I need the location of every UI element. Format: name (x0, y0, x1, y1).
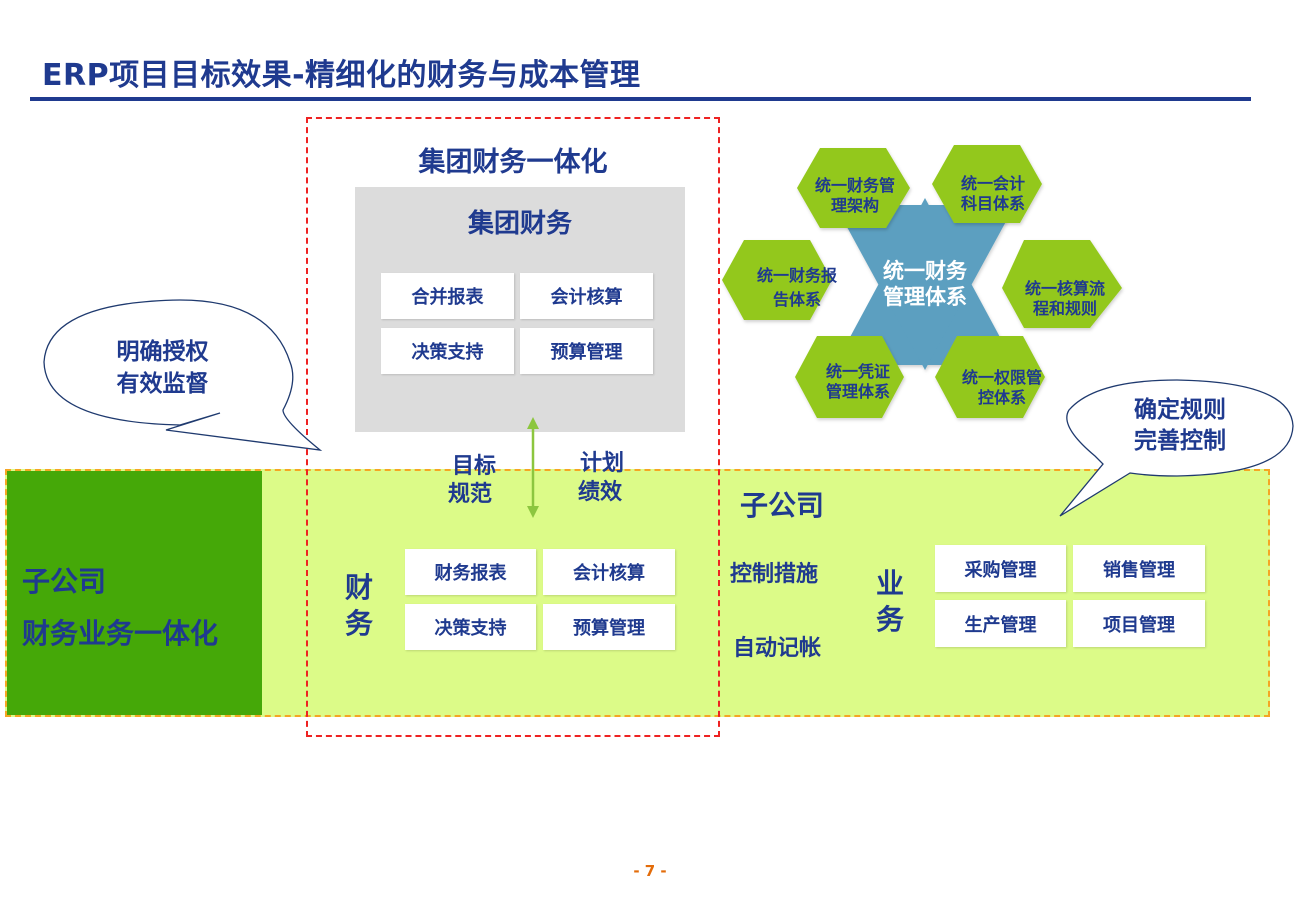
finance-label-char1: 财 (345, 571, 374, 604)
business-tile-production: 生产管理 (935, 600, 1066, 647)
group-tile-consolidated-report: 合并报表 (381, 273, 514, 319)
callout-left-bubble (43, 299, 323, 451)
business-tile-project: 项目管理 (1073, 600, 1205, 647)
double-arrow-icon (527, 417, 539, 518)
arrow-label-performance: 绩效 (578, 480, 623, 505)
control-measures-label: 控制措施 (730, 562, 819, 587)
subsidiary-label-line2: 财务业务一体化 (22, 617, 219, 650)
callout-right-line1: 确定规则 (1134, 397, 1226, 423)
group-tile-accounting: 会计核算 (520, 273, 653, 319)
hex-text-mgmt-structure: 统一财务管 理架构 (814, 176, 895, 215)
subsidiary-label-panel (7, 471, 262, 715)
arrow-label-target: 目标 (452, 454, 497, 479)
subsidiary-label-line1: 子公司 (22, 565, 107, 598)
finance-tile-accounting: 会计核算 (543, 549, 675, 595)
group-finance-box-title: 集团财务 (467, 209, 572, 239)
group-tile-budget: 预算管理 (520, 328, 653, 374)
subsidiary-heading: 子公司 (740, 489, 825, 522)
arrow-label-plan: 计划 (580, 451, 625, 476)
business-label-char2: 务 (876, 603, 905, 636)
group-finance-scope-boundary (306, 117, 720, 737)
hexagon-accounting-process (1002, 240, 1122, 328)
hex-text-voucher: 统一凭证 管理体系 (825, 362, 890, 401)
page-number: - 7 - (633, 862, 667, 880)
unified-finance-star-diagram (722, 145, 1122, 418)
business-label-char1: 业 (876, 567, 905, 600)
finance-label-char2: 务 (345, 607, 374, 640)
arrow-label-norm: 规范 (448, 482, 493, 507)
callout-left-line1: 明确授权 (116, 339, 209, 365)
star-shape (835, 198, 1015, 370)
callout-left-line2: 有效监督 (116, 371, 209, 397)
title-underline (30, 97, 1251, 101)
auto-bookkeeping-label: 自动记帐 (733, 636, 822, 661)
finance-tile-decision-support: 决策支持 (405, 604, 536, 650)
business-tile-procurement: 采购管理 (935, 545, 1066, 592)
hex-text-finance-report: 统一财务报 告体系 (756, 266, 837, 309)
hex-text-permission: 统一权限管 控体系 (961, 368, 1042, 407)
finance-tile-statements: 财务报表 (405, 549, 536, 595)
hex-text-account-subjects: 统一会计 科目体系 (960, 174, 1025, 213)
hex-text-accounting-process: 统一核算流 程和规则 (1024, 279, 1105, 318)
group-integration-heading: 集团财务一体化 (418, 147, 608, 178)
finance-tile-budget: 预算管理 (543, 604, 675, 650)
hexagon-finance-report (722, 240, 832, 320)
callout-right-bubble (1059, 379, 1294, 517)
callout-right-line2: 完善控制 (1134, 428, 1226, 454)
hexagon-permission (935, 336, 1045, 418)
hexagon-account-subjects (932, 145, 1042, 223)
group-tile-decision-support: 决策支持 (381, 328, 514, 374)
hexagon-mgmt-structure (797, 148, 910, 228)
star-center-text: 统一财务 管理体系 (883, 259, 967, 309)
page-title: ERP项目目标效果-精细化的财务与成本管理 (42, 58, 641, 93)
business-tile-sales: 销售管理 (1073, 545, 1205, 592)
hexagon-voucher (795, 336, 904, 418)
